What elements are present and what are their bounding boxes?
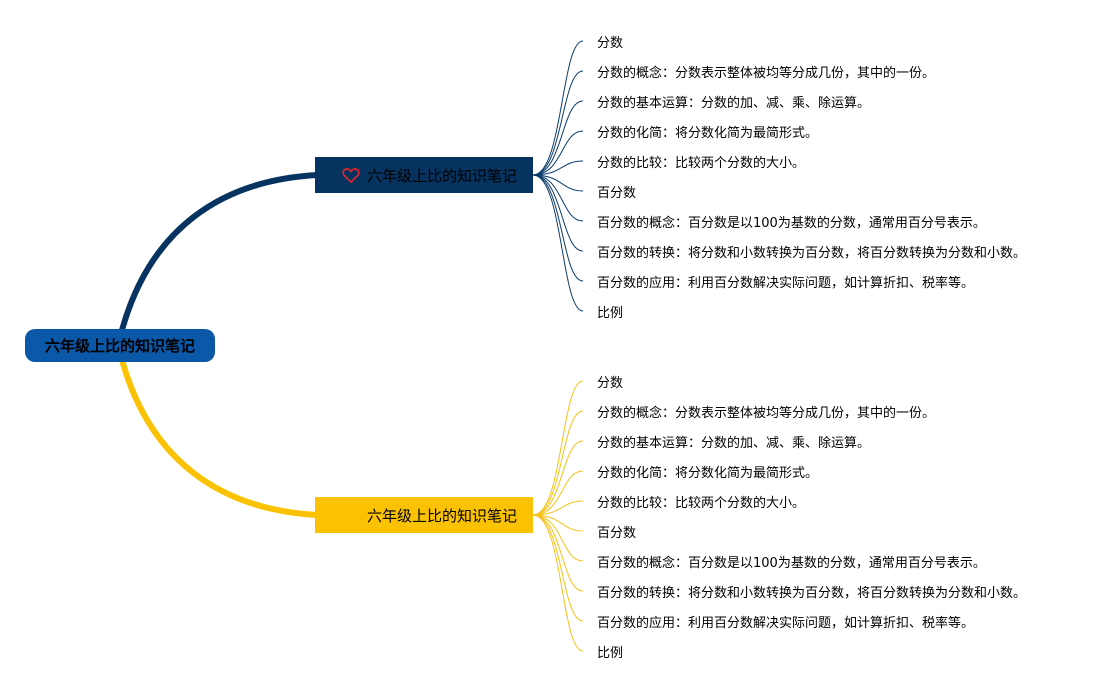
connector-root-to-blue [119,172,321,333]
leaf-topic[interactable]: 百分数 [597,526,637,541]
leaf-topic[interactable]: 分数的概念：分数表示整体被均等分成几份，其中的一份。 [597,66,936,81]
leaf-topic[interactable]: 百分数的应用：利用百分数解决实际问题，如计算折扣、税率等。 [597,276,975,291]
fan-connectors-yellow [532,380,584,652]
leaf-topic[interactable]: 百分数的转换：将分数和小数转换为百分数，将百分数转换为分数和小数。 [597,586,1027,601]
leaf-connector [532,174,584,222]
leaf-topic[interactable]: 比例 [597,646,624,661]
leaf-connector [532,500,584,516]
leaf-connector [532,174,584,192]
root-topic-label: 六年级上比的知识笔记 [44,337,195,355]
leaf-topic[interactable]: 分数的化简：将分数化简为最简形式。 [597,126,819,141]
branch-topic-blue[interactable]: 六年级上比的知识笔记 [315,157,533,193]
leaf-connector [532,470,584,516]
leaf-connector [532,40,584,176]
leaf-connector [532,160,584,176]
branch-topic-yellow[interactable]: 六年级上比的知识笔记 [315,497,533,533]
leaf-connector [532,380,584,516]
leaf-topic[interactable]: 分数的比较：比较两个分数的大小。 [597,496,806,511]
leaf-connector [532,514,584,592]
leaf-topic[interactable]: 分数的基本运算：分数的加、减、乘、除运算。 [597,96,871,111]
leaf-connector [532,440,584,516]
leaf-connector [532,130,584,176]
leaf-connector [532,174,584,252]
leaf-connector [532,100,584,176]
heart-icon [341,165,361,185]
leaf-topic[interactable]: 分数的基本运算：分数的加、减、乘、除运算。 [597,436,871,451]
leaf-topic[interactable]: 比例 [597,306,624,321]
leaf-topic[interactable]: 分数的概念：分数表示整体被均等分成几份，其中的一份。 [597,406,936,421]
leaf-connector [532,410,584,516]
leaf-topic[interactable]: 百分数的概念：百分数是以100为基数的分数，通常用百分号表示。 [597,216,986,231]
leaf-topic[interactable]: 百分数的应用：利用百分数解决实际问题，如计算折扣、税率等。 [597,616,975,631]
leaf-topic[interactable]: 分数的比较：比较两个分数的大小。 [597,156,806,171]
leaf-topic[interactable]: 分数的化简：将分数化简为最简形式。 [597,466,819,481]
connector-root-to-yellow [119,357,321,518]
leaf-connector [532,174,584,312]
leaf-topic[interactable]: 百分数 [597,186,637,201]
branch-topic-label: 六年级上比的知识笔记 [366,506,517,525]
fan-connectors-blue [532,40,584,312]
leaf-topic[interactable]: 百分数的概念：百分数是以100为基数的分数，通常用百分号表示。 [597,556,986,571]
leaf-topic[interactable]: 百分数的转换：将分数和小数转换为百分数，将百分数转换为分数和小数。 [597,246,1027,261]
root-topic[interactable]: 六年级上比的知识笔记 [25,329,215,362]
leaf-connector [532,514,584,562]
leaf-connector [532,514,584,652]
leaf-topic[interactable]: 分数 [597,376,624,391]
leaf-connector [532,70,584,176]
branch-topic-label: 六年级上比的知识笔记 [366,166,517,185]
leaf-connector [532,514,584,532]
leaf-topic[interactable]: 分数 [597,36,624,51]
